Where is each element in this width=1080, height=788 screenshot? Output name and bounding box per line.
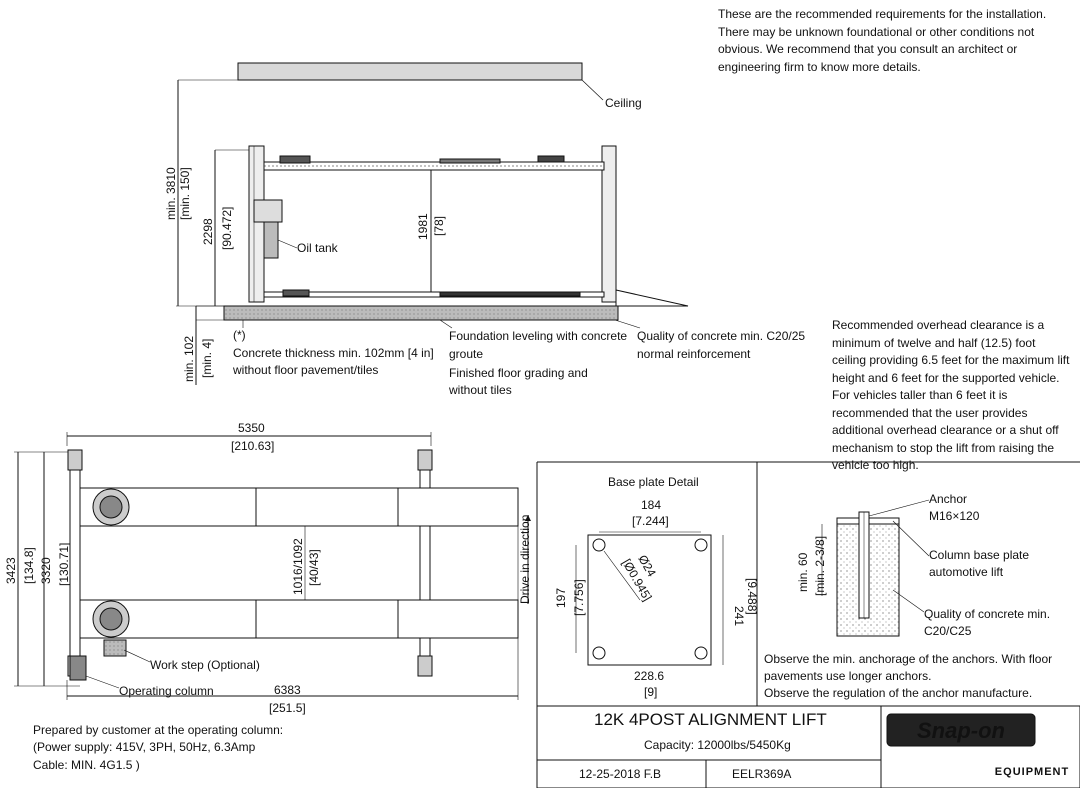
operating-column-label: Operating column	[119, 684, 214, 698]
installation-requirements-note: These are the recommended requirements f…	[718, 7, 1047, 74]
oil-tank	[263, 221, 279, 259]
concrete-quality-line-1: Quality of concrete min. C20/25	[637, 329, 806, 343]
inner-dim-in: [130.71]	[57, 543, 71, 586]
work-step	[103, 639, 127, 657]
height-dim-mm: 2298	[201, 218, 215, 245]
rise-dim-mm: 1981	[416, 213, 430, 240]
anchor-quality-label-1: Quality of concrete min.	[924, 607, 1051, 621]
ceiling-slab	[237, 62, 583, 81]
prepared-line-1: Prepared by customer at the operating co…	[33, 723, 284, 737]
base-plate-left-in: [7.756]	[572, 579, 586, 616]
column-base-label-1: Column base plate	[929, 548, 1030, 562]
title-block: Snap-on EQUIPMENT	[536, 705, 1080, 788]
ceiling-dim-mm: min. 3810	[164, 167, 178, 220]
concrete-slab	[223, 305, 619, 321]
oil-tank-label: Oil tank	[297, 241, 338, 255]
ramp	[615, 289, 689, 307]
base-plate-right-in: [9.488]	[745, 578, 759, 615]
base-plate-top-in: [7.244]	[632, 514, 669, 528]
prepared-line-2: (Power supply: 415V, 3PH, 50Hz, 6.3Amp	[33, 740, 256, 754]
work-step-label: Work step (Optional)	[150, 658, 260, 672]
finished-floor-line-2: without tiles	[449, 383, 512, 397]
concrete-quality-line-2: normal reinforcement	[637, 347, 751, 361]
base-plate-top-mm: 184	[641, 498, 662, 512]
outer-dim-in: [134.8]	[22, 547, 36, 584]
side-view: min. 3810 [min. 150] 2298 [90.472] 1981 …	[164, 62, 689, 385]
top-width-mm: 5350	[238, 421, 265, 435]
ceiling-label: Ceiling	[605, 96, 642, 110]
base-plate-bottom-mm: 228.6	[634, 669, 665, 683]
slab-dim-mm: min. 102	[182, 336, 196, 382]
base-plate-bottom-in: [9]	[644, 685, 658, 699]
drawing-number: EELR369A	[732, 767, 792, 781]
base-plate-right-mm: 241	[732, 606, 746, 626]
track-dim: 1016/1092	[291, 538, 305, 595]
anchor-depth-mm: min. 60	[796, 552, 810, 592]
foundation-line-2: groute	[449, 347, 484, 361]
detail-frame: 197 [7.756] 241 [9.488] Ø24 [Ø0.945] min…	[536, 461, 1080, 788]
top-width-in: [210.63]	[231, 439, 275, 453]
front-column	[248, 145, 265, 303]
prepared-line-3: Cable: MIN. 4G1.5 )	[33, 758, 140, 772]
rise-dim-in: [78]	[432, 216, 446, 236]
brand-sub: EQUIPMENT	[995, 766, 1069, 778]
inner-dim-mm: 3320	[39, 557, 53, 584]
drawing-title: 12K 4POST ALIGNMENT LIFT	[594, 710, 827, 729]
foundation-line-1: Foundation leveling with concrete	[449, 329, 628, 343]
drawing-date: 12-25-2018 F.B	[579, 767, 662, 781]
brand-name: Snap-on	[917, 718, 1005, 743]
column-rear-right	[417, 655, 433, 677]
column-base-label-2: automotive lift	[929, 565, 1004, 579]
base-plate-left-mm: 197	[554, 588, 568, 608]
base-plate-title: Base plate Detail	[608, 475, 699, 489]
overhead-clearance-note: Recommended overhead clearance is a mini…	[832, 318, 1070, 472]
snapon-logo: Snap-on EQUIPMENT	[886, 713, 1069, 778]
top-length-mm: 6383	[274, 683, 301, 697]
anchor-depth-in: [min. 2-3/8]	[813, 536, 827, 596]
observe-line-3: Observe the regulation of the anchor man…	[764, 686, 1033, 700]
capacity-label: Capacity: 12000lbs/5450Kg	[644, 738, 791, 752]
column-front-left	[67, 449, 83, 471]
top-view: 3423 [134.8] 3320 [130.71] 1016/1092 [40…	[4, 432, 532, 700]
finished-floor-line-1: Finished floor grading and	[449, 366, 588, 380]
concrete-thickness-line-2: without floor pavement/tiles	[233, 363, 379, 377]
observe-line-1: Observe the min. anchorage of the anchor…	[764, 652, 1053, 666]
lower-runway	[263, 291, 605, 298]
ceiling-dim-in: [min. 150]	[178, 167, 192, 220]
operating-column	[69, 655, 87, 681]
slab-dim-in: [min. 4]	[200, 339, 214, 378]
anchor-label-1: Anchor	[929, 492, 968, 506]
anchor-quality-label-2: C20/C25	[924, 624, 972, 638]
column-rear-left	[417, 449, 433, 471]
asterisk-label: (*)	[233, 328, 246, 342]
top-length-in: [251.5]	[269, 701, 306, 715]
drive-direction-label: Drive in direction	[518, 515, 532, 604]
outer-dim-mm: 3423	[4, 557, 18, 584]
concrete-thickness-line-1: Concrete thickness min. 102mm [4 in]	[233, 346, 434, 360]
height-dim-in: [90.472]	[220, 207, 234, 250]
observe-line-2: pavements use longer anchors.	[764, 669, 932, 683]
track-dim-in: [40/43]	[307, 549, 321, 586]
rear-column	[601, 145, 617, 303]
anchor-label-2: M16×120	[929, 509, 980, 523]
